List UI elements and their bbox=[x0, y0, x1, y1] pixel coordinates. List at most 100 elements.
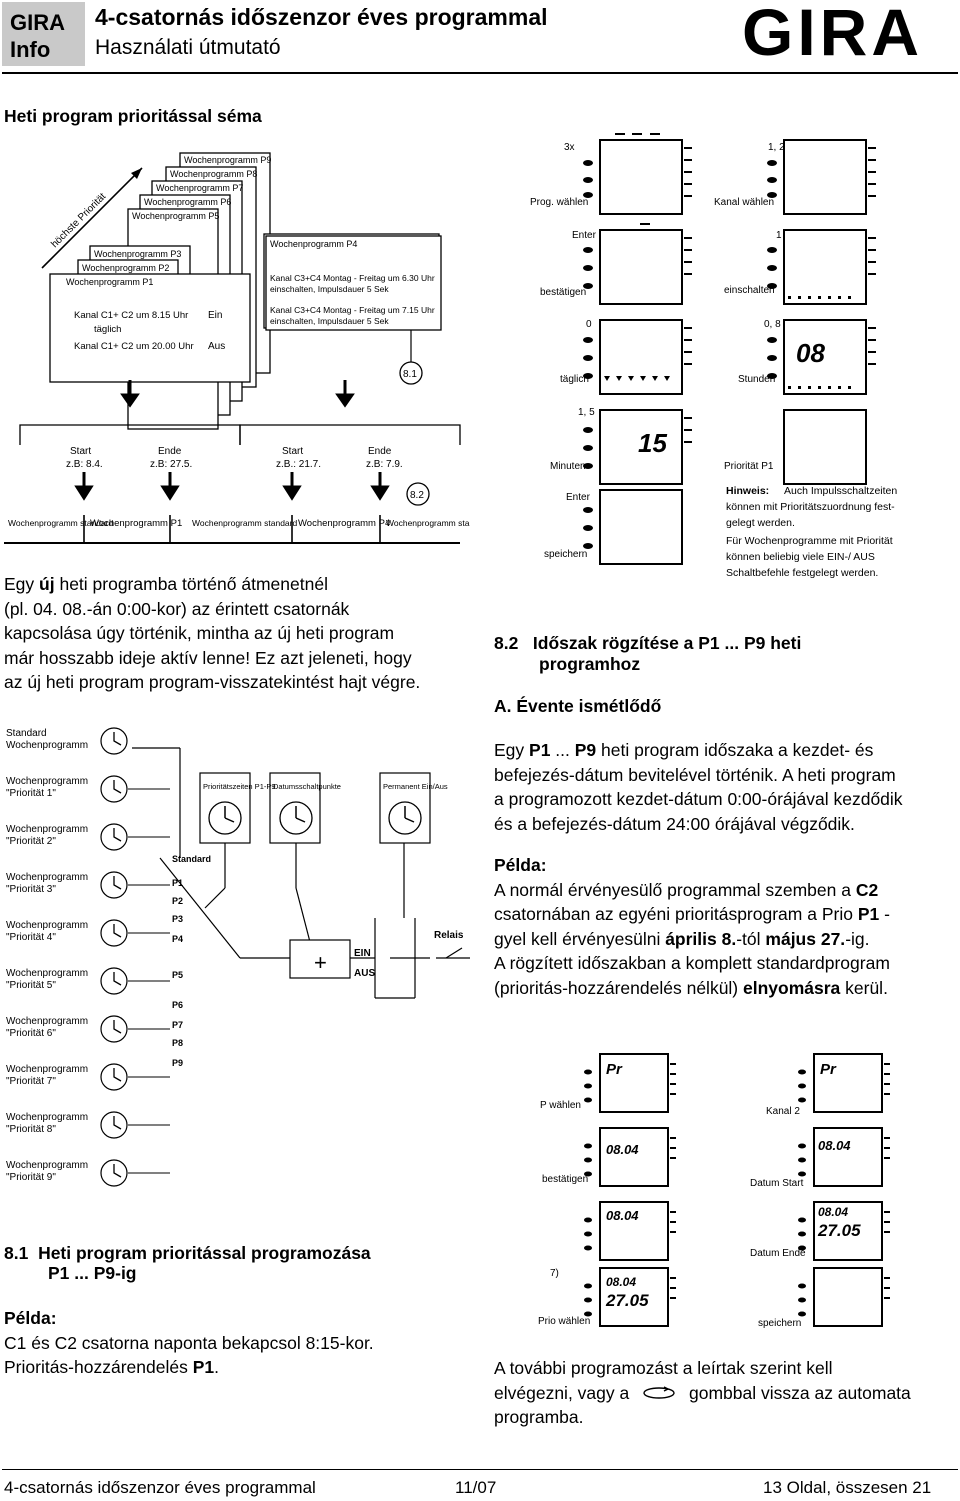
text-bold: új bbox=[39, 574, 55, 594]
example-label: Példa: bbox=[494, 855, 547, 875]
card-p1 bbox=[49, 273, 251, 383]
switch-label: P8 bbox=[172, 1038, 183, 1048]
program-label-line2: "Priorität 5" bbox=[6, 980, 56, 991]
p1-line-2: täglich bbox=[94, 324, 121, 335]
p4-line-3: Kanal C3+C4 Montag - Freitag um 7.15 Uhr bbox=[270, 305, 435, 315]
program-label-line1: Wochenprogramm bbox=[6, 824, 88, 835]
hint-bold: Hinweis: bbox=[726, 485, 769, 497]
section-number: 8.1 bbox=[4, 1243, 29, 1263]
text-line: az új heti program program-visszatekinté… bbox=[4, 672, 421, 692]
clock-hands bbox=[113, 828, 122, 842]
text-line: a programozott kezdet-dátum 0:00-órájáva… bbox=[494, 789, 903, 809]
lcd-2 bbox=[783, 139, 867, 215]
relais-label: Relais bbox=[434, 930, 464, 941]
timeline-3: Wochenprogramm standard bbox=[192, 518, 297, 528]
text: heti programba történő átmenetnél bbox=[54, 574, 328, 594]
text: (prioritás-hozzárendelés nélkül) bbox=[494, 977, 743, 998]
arrow-start-1-head bbox=[74, 485, 94, 501]
program-label-line2: "Priorität 3" bbox=[6, 884, 56, 895]
gira-info-badge: GIRA Info bbox=[2, 2, 85, 66]
gira-logo: GIRA bbox=[742, 0, 923, 69]
lcd-date-5: 27.05 bbox=[817, 1221, 861, 1240]
subsection-a: A. Évente ismétlődő bbox=[494, 696, 662, 716]
timeline-5: Wochenprogramm standard bbox=[386, 518, 470, 528]
card-label-p9: Wochenprogramm P9 bbox=[184, 155, 271, 165]
hint-line-2: können mit Prioritätszuordnung fest- bbox=[726, 501, 895, 513]
program-label-line1: Wochenprogramm bbox=[6, 1064, 88, 1075]
text-line: programba. bbox=[494, 1407, 584, 1427]
lcd-4 bbox=[783, 229, 867, 305]
text-bold: P1 bbox=[529, 740, 551, 760]
priority-switch-schema: StandardWochenprogrammWochenprogramm"Pri… bbox=[6, 727, 470, 1187]
badge-line-2: Info bbox=[10, 37, 51, 62]
lcd-8 bbox=[783, 409, 867, 485]
p1-off: Aus bbox=[208, 341, 225, 352]
footer-right: 13 Oldal, összesen 21 bbox=[763, 1478, 932, 1497]
lcd-5 bbox=[599, 319, 683, 395]
program-label-line1: Wochenprogramm bbox=[6, 1112, 88, 1123]
text: -ig. bbox=[845, 928, 870, 949]
switch-label: P6 bbox=[172, 1000, 183, 1010]
switch-label: P9 bbox=[172, 1058, 183, 1068]
lcd-3 bbox=[599, 229, 683, 305]
program-label-line2: Wochenprogramm bbox=[6, 740, 88, 751]
card-label-p8: Wochenprogramm P8 bbox=[170, 169, 257, 179]
switch-label: Standard bbox=[172, 854, 211, 864]
text-bold: P1 bbox=[192, 1357, 215, 1377]
start-1-date: z.B: 8.4. bbox=[66, 459, 103, 470]
label-einschalten: einschalten bbox=[724, 285, 775, 296]
text: heti program időszaka a kezdet- és bbox=[596, 740, 874, 760]
text-line: A további programozást a leírtak szerint… bbox=[494, 1358, 833, 1378]
p1-line-1: Kanal C1+ C2 um 8.15 Uhr bbox=[74, 310, 188, 321]
label-one: 1 bbox=[776, 230, 782, 241]
label-speichern-2: speichern bbox=[758, 1318, 801, 1329]
aus-label: AUS bbox=[354, 968, 375, 979]
lcd-pr-2: Pr bbox=[820, 1061, 837, 1078]
timeline-bar bbox=[4, 513, 460, 543]
lcd-date-1: 08.04 bbox=[606, 1142, 639, 1157]
card-p4 bbox=[265, 235, 442, 331]
text-bold: május 27. bbox=[765, 928, 846, 949]
display-hours: 08 bbox=[796, 338, 825, 368]
label-speichern: speichern bbox=[544, 549, 587, 560]
badge-line-1: GIRA bbox=[10, 10, 65, 35]
document-subtitle: Használati útmutató bbox=[95, 36, 281, 59]
label-bestaetigen: bestätigen bbox=[540, 287, 586, 298]
lcd-date-7: 27.05 bbox=[605, 1291, 649, 1310]
section-8-2-paragraph: Egy P1 ... P9 heti program időszaka a ke… bbox=[494, 738, 956, 836]
label-datum-start: Datum Start bbox=[750, 1178, 804, 1189]
p4-line-2: einschalten, Impulsdauer 5 Sek bbox=[270, 284, 389, 294]
lcd-date-2: 08.04 bbox=[818, 1138, 851, 1153]
footer-left: 4-csatornás időszenzor éves programmal bbox=[4, 1478, 316, 1497]
box1-label: Prioritätszeiten P1-P9 bbox=[203, 782, 276, 791]
p1-line-3: Kanal C1+ C2 um 20.00 Uhr bbox=[74, 341, 194, 352]
text-line: kapcsolása úgy történik, mintha az új he… bbox=[4, 623, 395, 643]
lcd-date-3: 08.04 bbox=[606, 1208, 639, 1223]
section-8-2-example: Példa: A normál érvényesülő programmal s… bbox=[494, 853, 956, 1000]
label-bestaetigen-2: bestätigen bbox=[542, 1174, 588, 1185]
text: gyel kell érvényesülni bbox=[494, 928, 666, 949]
clock-hands bbox=[113, 972, 122, 986]
start-1: Start bbox=[70, 446, 91, 457]
card-label-p7: Wochenprogramm P7 bbox=[156, 183, 243, 193]
label-enter-1: Enter bbox=[572, 230, 597, 241]
text-line: befejezés-dátum bevitelével történik. A … bbox=[494, 764, 896, 785]
card-label-p4: Wochenprogramm P4 bbox=[270, 239, 357, 249]
callout-81-circle bbox=[399, 361, 423, 385]
label-prioritaet-p1: Priorität P1 bbox=[724, 461, 774, 472]
document-title: 4-csatornás időszenzor éves programmal bbox=[95, 4, 548, 30]
p4-line-4: einschalten, Impulsdauer 5 Sek bbox=[270, 316, 389, 326]
hint-line-5: können beliebig viele EIN-/ AUS bbox=[726, 551, 875, 563]
priority-arrow bbox=[41, 167, 143, 269]
lcd-p4 bbox=[813, 1127, 883, 1187]
closing-paragraph: A további programozást a leírtak szerint… bbox=[494, 1356, 956, 1430]
example-label: Példa: bbox=[4, 1308, 57, 1328]
lcd-date-6: 08.04 bbox=[606, 1275, 636, 1289]
text: elvégezni, vagy a bbox=[494, 1382, 630, 1403]
card-label-p5: Wochenprogramm P5 bbox=[132, 211, 219, 221]
summing-plus: + bbox=[314, 950, 327, 975]
program-label-line1: Wochenprogramm bbox=[6, 776, 88, 787]
label-datum-ende: Datum Ende bbox=[750, 1248, 806, 1259]
text-line: (pl. 04. 08.-án 0:00-kor) az érintett cs… bbox=[4, 598, 350, 619]
text-bold: április 8. bbox=[665, 928, 737, 949]
